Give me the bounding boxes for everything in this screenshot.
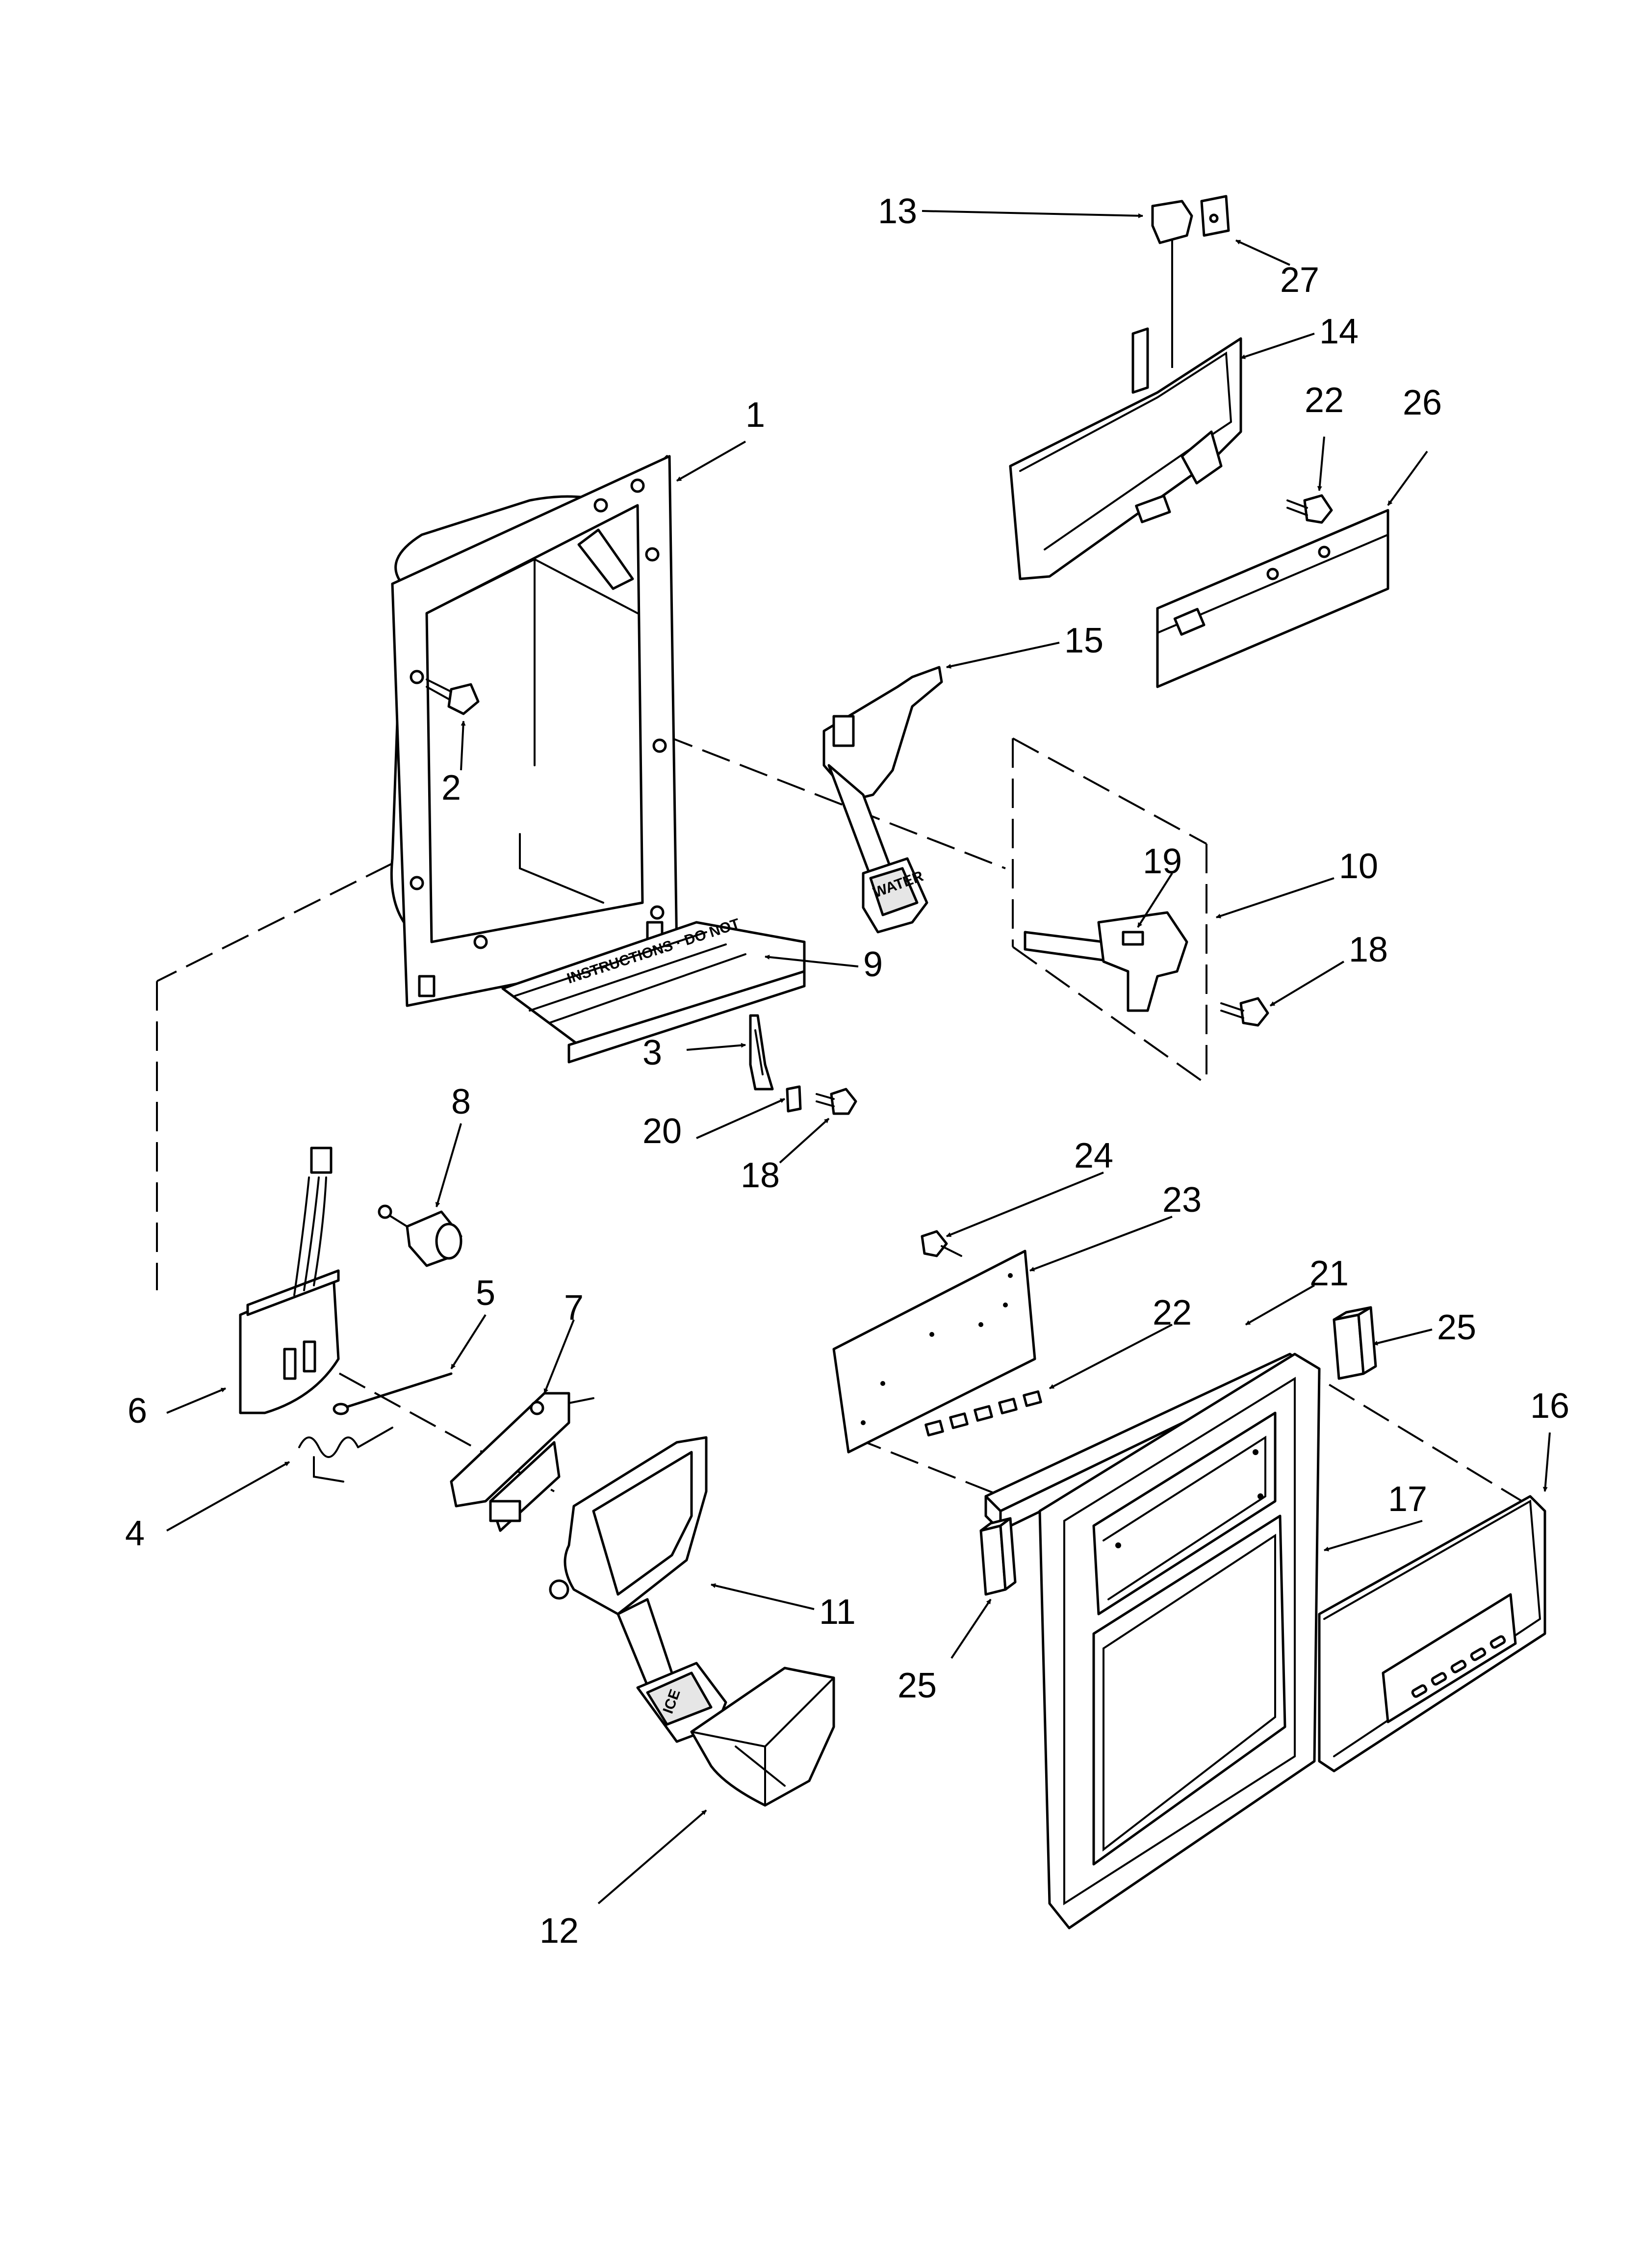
switch-part-13 bbox=[1151, 200, 1193, 368]
solenoid-part-8 bbox=[378, 1204, 462, 1267]
actuator-part-19 bbox=[1024, 911, 1188, 1012]
callout-11: 11 bbox=[819, 1592, 856, 1632]
spring-clip-part-3 bbox=[749, 1014, 774, 1091]
callout-20: 20 bbox=[642, 1112, 682, 1151]
callout-2: 2 bbox=[441, 768, 461, 808]
callout-14: 14 bbox=[1319, 312, 1359, 351]
callout-17: 17 bbox=[1388, 1480, 1427, 1519]
callout-25-upper: 25 bbox=[1437, 1308, 1476, 1347]
callout-21: 21 bbox=[1309, 1254, 1349, 1293]
callout-7: 7 bbox=[564, 1288, 584, 1328]
plate-part-27 bbox=[1200, 195, 1230, 237]
ice-chute-part-12 bbox=[690, 1667, 835, 1807]
bracket-part-14 bbox=[1009, 327, 1242, 580]
module-part-6 bbox=[239, 1147, 340, 1414]
frame-part-17 bbox=[1038, 1353, 1321, 1929]
callout-4: 4 bbox=[125, 1514, 145, 1553]
callout-1: 1 bbox=[745, 395, 765, 435]
callout-26: 26 bbox=[1403, 383, 1442, 422]
ice-lever-part-11: ICE bbox=[549, 1436, 727, 1743]
callout-8: 8 bbox=[451, 1082, 471, 1121]
callout-25-lower: 25 bbox=[898, 1666, 937, 1705]
callout-22-lower: 22 bbox=[1153, 1293, 1192, 1332]
callout-12: 12 bbox=[539, 1911, 579, 1951]
callout-18-upper: 18 bbox=[1349, 930, 1388, 969]
circuit-board-part-23 bbox=[832, 1250, 1036, 1454]
callout-18-lower: 18 bbox=[741, 1156, 780, 1195]
callout-6: 6 bbox=[128, 1391, 147, 1431]
button-strip-part-22 bbox=[924, 1390, 1042, 1437]
callout-13: 13 bbox=[878, 192, 917, 231]
callout-16: 16 bbox=[1530, 1386, 1569, 1426]
callout-23: 23 bbox=[1162, 1180, 1202, 1220]
screw-part-24 bbox=[921, 1230, 962, 1257]
bumper-part-25-upper bbox=[1333, 1306, 1377, 1380]
callout-27: 27 bbox=[1280, 261, 1319, 300]
callout-leader-lines bbox=[166, 210, 1551, 1904]
callout-22-upper: 22 bbox=[1305, 381, 1344, 420]
front-panel-part-16 bbox=[1318, 1495, 1546, 1773]
callout-10: 10 bbox=[1339, 847, 1378, 886]
dispenser-housing-part-1 bbox=[390, 455, 678, 1007]
plate-part-20 bbox=[786, 1085, 802, 1113]
plate-part-26 bbox=[1156, 509, 1389, 688]
screw-part-22-upper bbox=[1286, 494, 1333, 524]
callout-numbers: 13 27 14 22 26 1 15 2 19 10 18 9 3 20 18… bbox=[125, 192, 1569, 1951]
callout-15: 15 bbox=[1064, 621, 1103, 660]
callout-19: 19 bbox=[1143, 842, 1182, 881]
pin-part-5 bbox=[333, 1372, 453, 1415]
water-lever-part-15: WATER bbox=[822, 666, 943, 934]
callout-9: 9 bbox=[863, 945, 883, 984]
spring-part-4 bbox=[298, 1427, 393, 1483]
screw-part-2 bbox=[426, 678, 480, 715]
callout-5: 5 bbox=[476, 1274, 495, 1313]
callout-24: 24 bbox=[1074, 1136, 1113, 1175]
callout-3: 3 bbox=[642, 1033, 662, 1072]
bumper-part-25-lower bbox=[979, 1517, 1017, 1596]
screw-part-18-lower bbox=[816, 1088, 857, 1115]
screw-part-18-upper bbox=[1220, 997, 1269, 1027]
